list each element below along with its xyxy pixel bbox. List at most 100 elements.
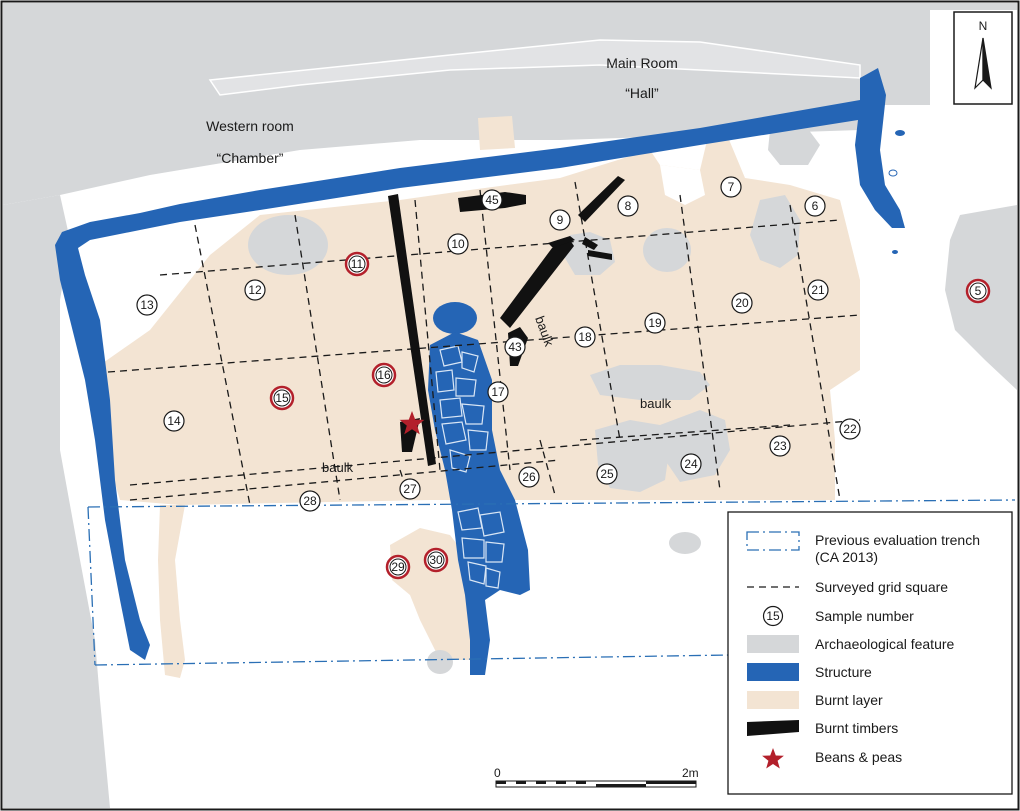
- sample-number-label: 27: [403, 482, 417, 496]
- sample-marker: 24: [680, 453, 702, 475]
- sample-ring: [549, 209, 571, 231]
- burnt-swatch: [747, 691, 799, 709]
- north-label: N: [979, 19, 988, 33]
- sample-marker: 20: [731, 292, 753, 314]
- sample-ring: [136, 294, 158, 316]
- sample-ring: [163, 410, 185, 432]
- main-room-label: Main Room: [606, 55, 678, 71]
- sample-number-label: 30: [429, 553, 443, 567]
- main-room-subtitle: “Hall”: [625, 85, 659, 101]
- sample-ring-inner: [273, 389, 291, 407]
- feature-swatch: [747, 635, 799, 653]
- sample-marker: 45: [481, 189, 503, 211]
- sample-number-label: 9: [557, 213, 564, 227]
- sample-number-label: 6: [812, 199, 819, 213]
- sample-number-label: 23: [773, 439, 787, 453]
- legend-beans-label: Beans & peas: [815, 749, 902, 765]
- sample-swatch: [762, 605, 784, 627]
- star-icon: [762, 748, 784, 769]
- sample-marker: 9: [549, 209, 571, 231]
- sample-number-label: 12: [248, 283, 262, 297]
- legend-sample-label: Sample number: [815, 608, 914, 624]
- sample-ring: [481, 189, 503, 211]
- north-arrow: N: [953, 11, 1013, 105]
- scale-start-label: 0: [494, 766, 501, 780]
- western-room-label: Western room: [206, 118, 294, 134]
- baulk-label-east: baulk: [640, 396, 672, 411]
- sample-ring: [487, 381, 509, 403]
- sample-number-label: 19: [648, 316, 662, 330]
- sample-marker: 26: [518, 466, 540, 488]
- sample-marker: 7: [720, 176, 742, 198]
- legend-trench-sublabel: (CA 2013): [815, 549, 878, 565]
- sample-ring: [504, 336, 526, 358]
- sample-marker: 18: [574, 326, 596, 348]
- sample-ring: [731, 292, 753, 314]
- sample-ring-inner: [969, 282, 987, 300]
- sample-marker: 27: [399, 478, 421, 500]
- sample-number-label: 10: [451, 237, 465, 251]
- sample-marker: 13: [136, 294, 158, 316]
- sample-number-label: 7: [728, 180, 735, 194]
- sample-marker: 6: [804, 195, 826, 217]
- sample-ring: [244, 279, 266, 301]
- sample-marker: 16: [371, 362, 397, 388]
- sample-marker: 10: [447, 233, 469, 255]
- sample-marker: 43: [504, 336, 526, 358]
- sample-number-label: 5: [975, 284, 982, 298]
- sample-number-label: 21: [811, 283, 825, 297]
- sample-number-label: 24: [684, 457, 698, 471]
- map-legend: Previous evaluation trench (CA 2013) Sur…: [727, 511, 1013, 795]
- sample-markers: 5 6 7 8 9 10 11 12 13 14 15 16 17 18 19 20 21 22 23 24 25 26 2…: [136, 176, 991, 580]
- sample-number-label: 25: [600, 467, 614, 481]
- sample-marker: 17: [487, 381, 509, 403]
- trench-swatch: [746, 531, 800, 551]
- legend-feature-label: Archaeological feature: [815, 636, 955, 652]
- legend-structure-label: Structure: [815, 664, 872, 680]
- sample-number-label: 20: [735, 296, 749, 310]
- evaluation-trench: [87, 499, 1016, 666]
- baulk-label-south: baulk: [322, 460, 354, 475]
- sample-number-label: 18: [578, 330, 592, 344]
- scale-end-label: 2m: [682, 766, 699, 780]
- legend-trench-label: Previous evaluation trench: [815, 532, 980, 548]
- sample-marker: 11: [344, 251, 370, 277]
- sample-marker: 14: [163, 410, 185, 432]
- sample-ring: [518, 466, 540, 488]
- sample-ring: [680, 453, 702, 475]
- sample-number-label: 22: [843, 422, 857, 436]
- sample-marker: 15: [269, 385, 295, 411]
- sample-ring: [399, 478, 421, 500]
- surrounding-feature-areas: [3, 3, 1017, 808]
- sample-ring: [804, 195, 826, 217]
- sample-marker: 8: [617, 195, 639, 217]
- legend-grid-label: Surveyed grid square: [815, 579, 948, 595]
- legend-sample-example: 15: [766, 609, 780, 623]
- sample-ring: [839, 418, 861, 440]
- sample-number-label: 45: [485, 193, 499, 207]
- burnt-timbers: [388, 176, 625, 466]
- sample-number-label: 43: [508, 340, 522, 354]
- sample-ring: [299, 490, 321, 512]
- sample-number-label: 28: [303, 494, 317, 508]
- surveyed-grid: [107, 181, 861, 506]
- scale-bar: 0 2m: [494, 766, 699, 788]
- sample-number-label: 11: [351, 257, 364, 271]
- sample-marker: 12: [244, 279, 266, 301]
- sample-marker: 21: [807, 279, 829, 301]
- sample-number-label: 26: [522, 470, 536, 484]
- sample-marker: 22: [839, 418, 861, 440]
- sample-ring: [644, 312, 666, 334]
- sample-number-label: 13: [140, 298, 154, 312]
- sample-number-label: 15: [275, 391, 289, 405]
- sample-ring: [574, 326, 596, 348]
- sample-number-label: 14: [167, 414, 181, 428]
- room-labels: Western room “Chamber” Main Room “Hall”: [206, 55, 678, 166]
- sample-number-label: 17: [491, 385, 505, 399]
- sample-ring-inner: [389, 558, 407, 576]
- sample-marker: 29: [385, 554, 411, 580]
- sample-number-label: 8: [625, 199, 632, 213]
- sample-number-label: 29: [391, 560, 405, 574]
